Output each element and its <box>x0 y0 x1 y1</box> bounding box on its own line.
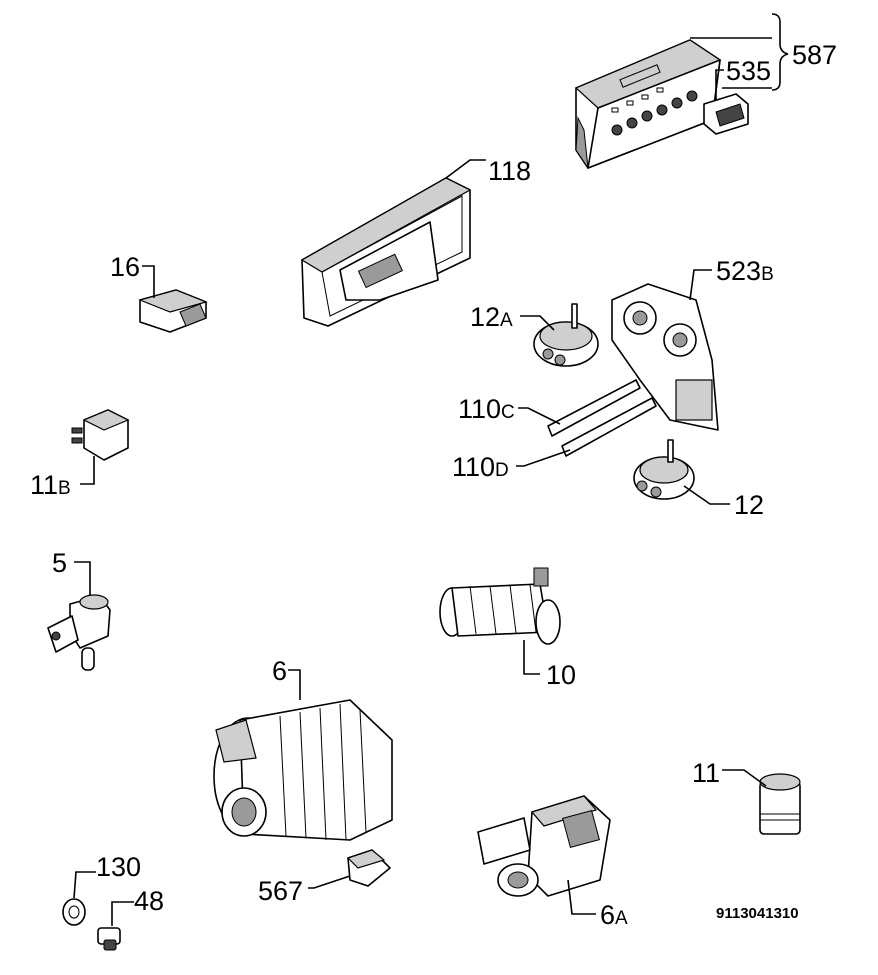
leader-110d <box>516 449 571 467</box>
part-11b-relay <box>71 409 130 461</box>
part-6-circulation-pump <box>213 699 393 841</box>
part-12-pressure-switch <box>633 439 695 500</box>
brace-587 <box>771 13 789 91</box>
part-110d-hose <box>561 397 657 457</box>
callout-12a: 12A <box>470 302 513 332</box>
leader-535 <box>715 69 724 100</box>
callout-6a: 6A <box>600 900 628 930</box>
leader-11b <box>80 456 95 485</box>
callout-587: 587 <box>792 40 837 70</box>
leader-48 <box>111 901 134 926</box>
callout-6: 6 <box>272 656 287 686</box>
part-12a-pressure-switch <box>533 303 599 367</box>
callout-523b: 523B <box>716 256 774 286</box>
leader-567 <box>308 875 351 889</box>
callout-535: 535 <box>726 56 771 86</box>
part-110c-hose <box>547 379 641 437</box>
callout-5: 5 <box>52 548 67 578</box>
callout-110c: 110C <box>458 394 515 424</box>
leader-130 <box>73 871 96 899</box>
part-5-inlet-valve <box>47 594 111 671</box>
leader-118 <box>445 159 486 179</box>
callout-11b: 11B <box>30 470 71 500</box>
part-535-connector <box>703 93 749 135</box>
leader-6 <box>288 669 301 700</box>
leader-16 <box>142 265 155 298</box>
part-11-capacitor <box>759 773 801 835</box>
leader-12a <box>520 315 555 331</box>
callout-567: 567 <box>258 876 303 906</box>
callout-11: 11 <box>692 758 720 788</box>
part-16-switch <box>138 289 208 333</box>
part-523b-bracket <box>611 283 719 431</box>
callout-48: 48 <box>134 886 164 916</box>
callout-12: 12 <box>734 490 764 520</box>
part-130-gasket <box>62 898 86 926</box>
part-6a-drain-pump <box>477 795 611 897</box>
leader-5 <box>74 561 91 596</box>
callout-130: 130 <box>96 852 141 882</box>
part-587-control-module <box>574 39 722 169</box>
leader-10 <box>523 640 540 675</box>
callout-110d: 110D <box>452 452 509 482</box>
callout-16: 16 <box>110 252 140 282</box>
leader-110c <box>518 407 561 425</box>
leader-11 <box>722 769 767 787</box>
leader-523b <box>689 269 712 301</box>
part-118-door-module <box>300 177 472 327</box>
callout-118: 118 <box>488 156 531 186</box>
callout-10: 10 <box>546 660 576 690</box>
diagram-reference-code: 9113041310 <box>716 905 799 922</box>
part-10-heater <box>439 567 561 645</box>
part-567-clip <box>346 849 391 887</box>
leader-12 <box>683 485 730 505</box>
leader-6a <box>567 879 596 915</box>
part-48-plug <box>97 927 121 951</box>
